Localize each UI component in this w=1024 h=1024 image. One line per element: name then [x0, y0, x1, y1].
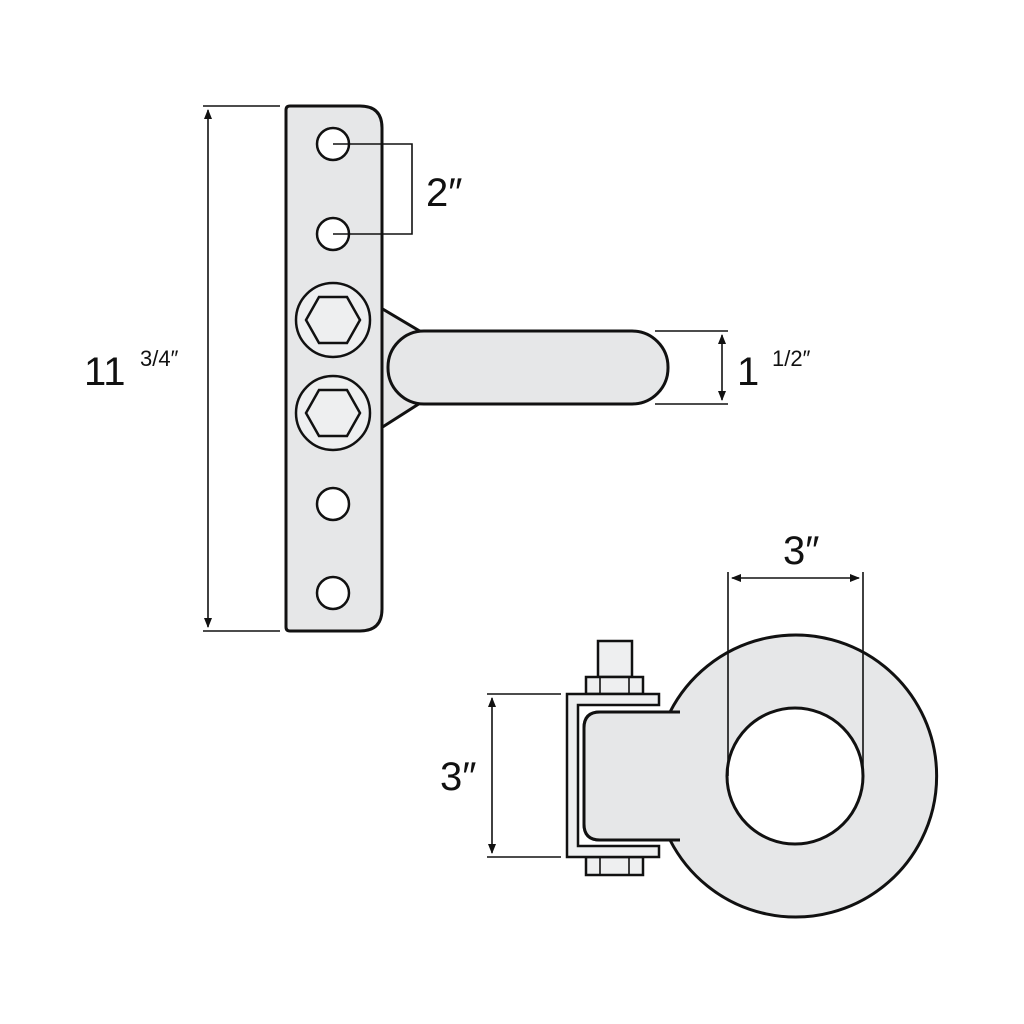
- u-channel-bracket: [565, 692, 661, 859]
- hex-bolt-head: [304, 388, 362, 438]
- plate-hole: [315, 486, 351, 522]
- bracket-height-label: 3″: [440, 755, 476, 799]
- ring-diameter-dimension: 3″: [727, 529, 864, 776]
- shank: [386, 329, 670, 406]
- shank-diameter-dimension: 1 1/2″: [655, 330, 811, 405]
- bracket-inner-face: [582, 710, 680, 842]
- tow-ring-view: [565, 633, 939, 919]
- shank-diameter-fraction: 1/2″: [772, 346, 811, 371]
- shank-diameter-whole: 1: [737, 350, 759, 394]
- top-nut: [584, 675, 645, 696]
- hole-spacing-dimension: 2″: [333, 143, 462, 235]
- hex-bolt-head: [304, 295, 362, 345]
- bottom-nut: [584, 855, 645, 877]
- mounting-plate: [284, 104, 384, 633]
- stud: [596, 639, 634, 679]
- bracket-height-dimension: 3″: [440, 693, 561, 858]
- hole-spacing-label: 2″: [426, 171, 462, 215]
- plate-length-dimension: 11 3/4″: [84, 105, 280, 632]
- plate-hole: [315, 575, 351, 611]
- mounting-plate-view: [284, 104, 670, 633]
- plate-length-fraction: 3/4″: [140, 346, 179, 371]
- plate-length-whole: 11: [84, 350, 126, 394]
- ring-diameter-label: 3″: [783, 529, 819, 573]
